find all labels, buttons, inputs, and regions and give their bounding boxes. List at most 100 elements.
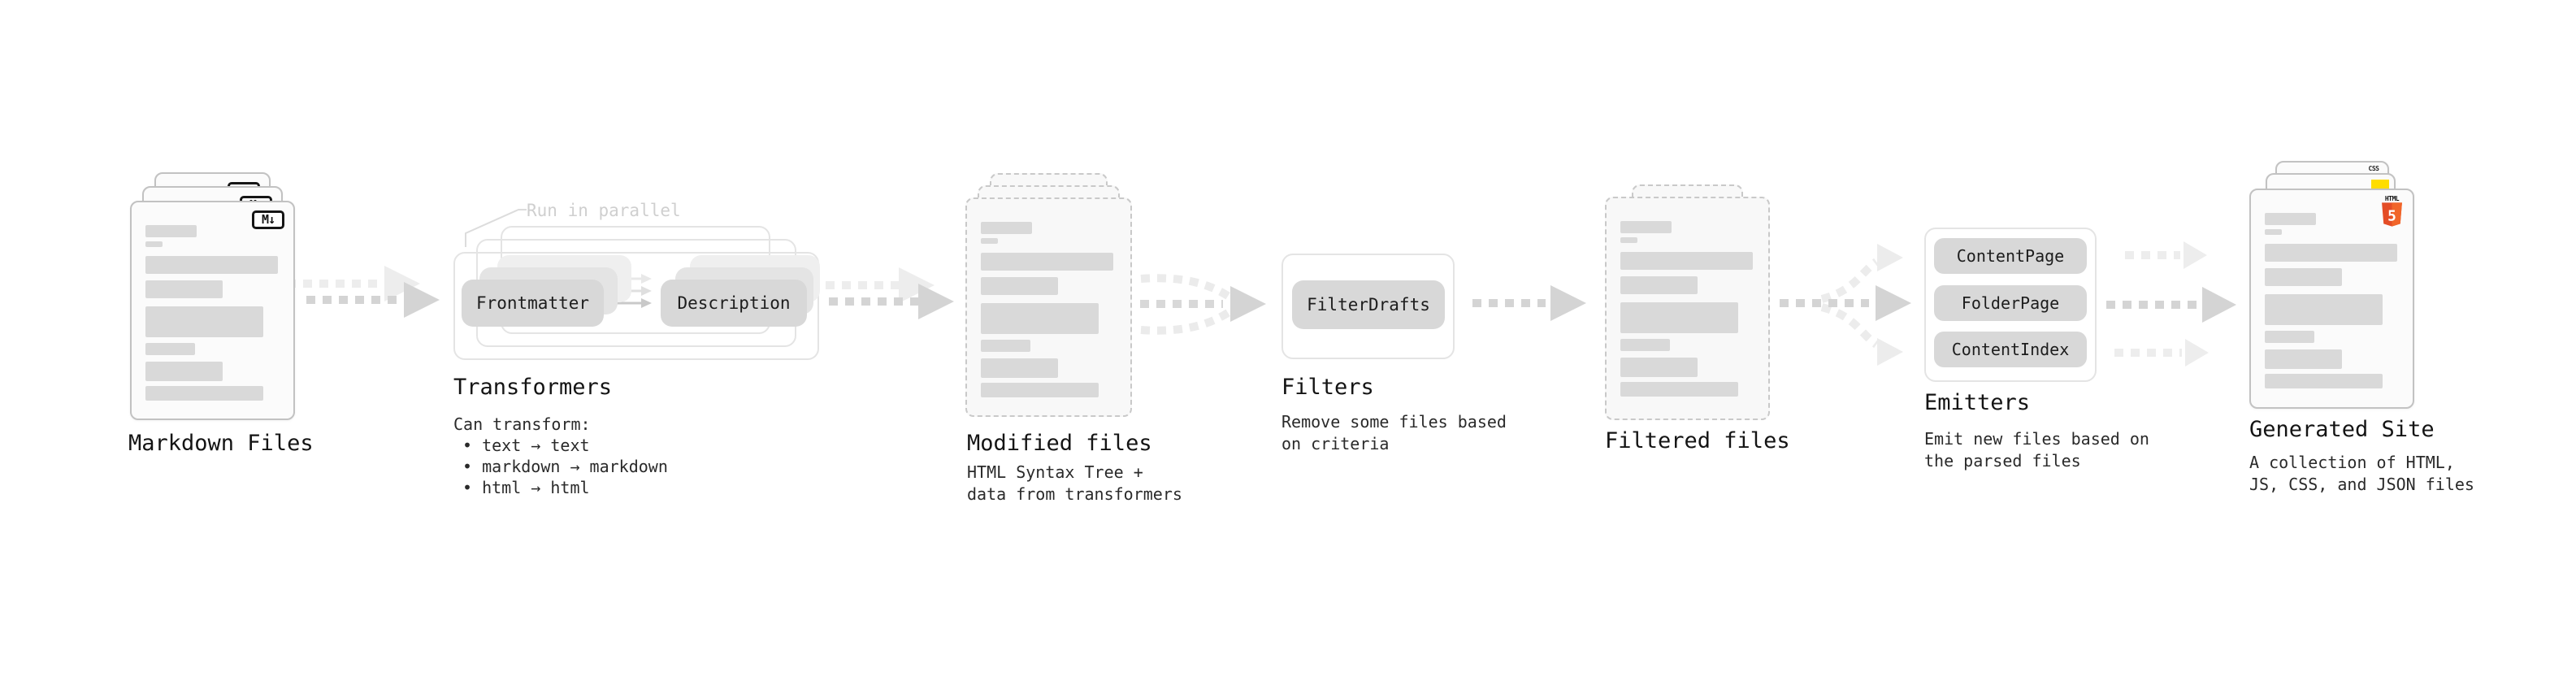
skeleton-line (145, 386, 263, 401)
skeleton-line (981, 340, 1030, 352)
modified-file-middle (978, 185, 1120, 405)
document-skeleton (2265, 213, 2397, 388)
skeleton-line (2265, 244, 2397, 262)
arrow-emitters-to-generated-bottom (2114, 339, 2209, 367)
skeleton-line (1620, 276, 1698, 294)
filter-node-filterdrafts: FilterDrafts (1292, 280, 1445, 329)
arrow-modified-to-filters (1140, 274, 1266, 335)
arrow-transformers-to-modified (829, 284, 954, 319)
caption-line: HTML Syntax Tree + (967, 462, 1143, 482)
filters-frame (1281, 254, 1455, 359)
html5-icon-label: HTML (2384, 195, 2400, 202)
arrow-transformers-to-modified-echo (809, 267, 935, 303)
arrow-markdown-to-transformers-echo (287, 266, 420, 301)
caption-line: Remove some files based (1281, 412, 1507, 432)
skeleton-line (145, 225, 197, 237)
transformers-caption: Can transform: • text → text • markdown … (453, 414, 668, 498)
skeleton-line (981, 383, 1099, 397)
transformer-node-frontmatter: Frontmatter (462, 280, 604, 327)
document-skeleton (981, 222, 1113, 397)
skeleton-line (2265, 229, 2282, 235)
arrow-emitters-to-generated-middle (2106, 287, 2236, 323)
caption-line: the parsed files (1924, 451, 2081, 471)
skeleton-line (145, 280, 223, 298)
arrow-filters-to-filtered (1472, 285, 1586, 321)
skeleton-line (1620, 382, 1738, 397)
caption-line: Can transform: (453, 414, 591, 434)
skeleton-line (1620, 339, 1670, 351)
stage-label-filtered-files: Filtered files (1605, 428, 1790, 453)
markdown-file-front: M↓ (130, 201, 295, 420)
skeleton-line (2265, 331, 2314, 343)
generated-file-html: HTML 5 (2249, 189, 2414, 409)
generated-file-js (2266, 173, 2396, 393)
transformer-node-description: Description (661, 280, 807, 327)
css-icon-underline (2366, 173, 2381, 176)
stage-label-transformers: Transformers (453, 375, 613, 400)
transformer-frame-middle (476, 239, 796, 347)
document-skeleton (145, 225, 278, 401)
emitter-node-contentindex: ContentIndex (1934, 332, 2087, 367)
skeleton-line (2265, 374, 2383, 388)
arrow-emitters-to-generated-top (2125, 241, 2207, 269)
arrow-markdown-to-transformers (306, 282, 440, 318)
skeleton-line (1620, 252, 1753, 270)
transformer-node-ghost (690, 255, 820, 302)
parallel-run-arrows (614, 274, 652, 308)
transformer-frame-front (453, 252, 819, 360)
skeleton-line (1620, 237, 1637, 243)
modified-file-front (965, 197, 1132, 417)
markdown-file-back: M↓ (154, 172, 271, 392)
generated-site-caption: A collection of HTML, JS, CSS, and JSON … (2249, 452, 2474, 496)
html5-shield: 5 (2382, 202, 2402, 227)
filtered-file-back (1632, 184, 1743, 408)
filtered-file-front (1605, 197, 1770, 420)
arrow-filtered-to-emitters (1780, 244, 1911, 366)
skeleton-line (145, 362, 223, 381)
css-icon: CSS (2366, 166, 2381, 176)
markdown-icon: M↓ (228, 182, 260, 201)
skeleton-line (145, 343, 195, 355)
caption-line: • html → html (462, 478, 590, 497)
caption-line: A collection of HTML, (2249, 453, 2455, 472)
filters-caption: Remove some files based on criteria (1281, 411, 1507, 455)
caption-line: on criteria (1281, 434, 1390, 453)
markdown-file-middle: M↓ (142, 186, 283, 406)
js-icon (2371, 180, 2389, 191)
caption-line: • markdown → markdown (462, 457, 668, 476)
transformer-frame-back (501, 226, 770, 334)
skeleton-line (2265, 213, 2316, 225)
parallel-note-callout-line (465, 209, 527, 247)
skeleton-line (981, 253, 1113, 271)
caption-line: data from transformers (967, 484, 1182, 504)
transformer-node-ghost (675, 267, 813, 314)
generated-file-css: CSS (2275, 161, 2389, 381)
skeleton-line (145, 306, 263, 337)
emitter-node-contentpage: ContentPage (1934, 238, 2087, 274)
transformer-node-ghost (497, 255, 631, 302)
skeleton-line (1620, 358, 1698, 377)
skeleton-line (2265, 294, 2383, 325)
stage-label-emitters: Emitters (1924, 390, 2031, 415)
markdown-icon: M↓ (240, 196, 272, 215)
caption-line: • text → text (462, 436, 590, 455)
emitters-caption: Emit new files based on the parsed files (1924, 428, 2149, 472)
document-skeleton (1620, 221, 1753, 397)
skeleton-line (2265, 268, 2342, 286)
skeleton-line (981, 222, 1032, 234)
transformer-node-ghost (479, 267, 618, 314)
emitter-node-folderpage: FolderPage (1934, 285, 2087, 321)
caption-line: Emit new files based on (1924, 429, 2149, 449)
markdown-icon: M↓ (252, 210, 284, 229)
skeleton-line (981, 277, 1058, 295)
skeleton-line (981, 238, 998, 244)
skeleton-line (981, 303, 1099, 334)
